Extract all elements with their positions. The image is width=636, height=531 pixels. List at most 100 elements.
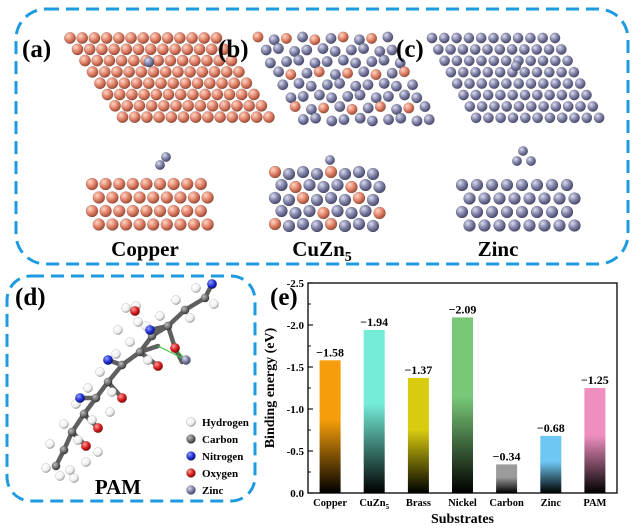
hydrogen-atom bbox=[185, 313, 195, 323]
zinc-atom bbox=[537, 55, 549, 67]
zinc-atom bbox=[338, 193, 352, 207]
y-axis-title: Binding energy (eV) bbox=[263, 327, 278, 448]
zinc-atom bbox=[464, 78, 475, 90]
zinc-atom bbox=[569, 112, 580, 124]
zinc-atom bbox=[544, 112, 556, 124]
zinc-atom bbox=[482, 44, 493, 55]
zinc-atom bbox=[366, 56, 378, 68]
copper-atom bbox=[346, 103, 358, 115]
zinc-atom bbox=[523, 192, 536, 205]
copper-atom bbox=[106, 218, 119, 231]
zinc-atom bbox=[457, 44, 469, 55]
zinc-atom bbox=[500, 205, 514, 219]
copper-atom bbox=[403, 102, 415, 114]
zinc-atom bbox=[310, 167, 324, 181]
zinc-atom bbox=[525, 78, 537, 90]
hydrogen-atom bbox=[191, 283, 201, 293]
x-tick-label: Nickel bbox=[448, 498, 477, 509]
zinc-atom bbox=[457, 66, 469, 78]
zinc-atom bbox=[329, 45, 341, 57]
y-tick-label: 0.0 bbox=[290, 488, 304, 500]
data-label: −1.94 bbox=[360, 315, 388, 329]
zinc-atom bbox=[500, 178, 514, 192]
zinc-atom bbox=[525, 32, 536, 44]
copper-atom bbox=[228, 77, 241, 90]
zinc-atom bbox=[366, 193, 380, 207]
zinc-atom bbox=[362, 79, 374, 91]
carbon-atom bbox=[135, 347, 145, 357]
panel-d-label: (d) bbox=[15, 284, 46, 311]
copper-atom bbox=[127, 54, 140, 67]
copper-atom bbox=[352, 191, 366, 205]
bar-copper bbox=[319, 360, 341, 493]
zinc-atom bbox=[282, 219, 296, 233]
copper-atom bbox=[177, 111, 190, 124]
data-label: −1.37 bbox=[404, 363, 432, 377]
copper-atom bbox=[247, 88, 260, 101]
copper-atom bbox=[92, 191, 106, 204]
copper-atom bbox=[268, 165, 282, 179]
copper-atom bbox=[337, 31, 349, 43]
zinc-atom bbox=[470, 66, 481, 78]
copper-atom bbox=[174, 191, 187, 204]
copper-atom bbox=[119, 191, 133, 204]
zinc-atom bbox=[293, 77, 305, 89]
x-tick-label: Zinc bbox=[541, 498, 562, 509]
copper-atom bbox=[205, 43, 218, 56]
zinc-atom bbox=[455, 205, 469, 219]
zinc-atom bbox=[549, 55, 561, 67]
zinc-atom bbox=[373, 180, 386, 194]
copper-atom bbox=[88, 32, 101, 44]
copper-atom bbox=[240, 77, 253, 90]
zinc-atom bbox=[476, 101, 488, 112]
carbon-atom bbox=[59, 445, 69, 455]
copper-atom bbox=[144, 43, 157, 56]
copper-atom bbox=[173, 32, 186, 44]
copper-atom bbox=[98, 66, 111, 78]
zinc-atom bbox=[550, 101, 562, 112]
hydrogen-atom bbox=[59, 419, 69, 429]
copper-atom bbox=[162, 88, 175, 101]
zinc-atom bbox=[532, 112, 543, 124]
zinc-atom bbox=[560, 205, 574, 219]
copper-atom bbox=[138, 88, 151, 101]
legend-swatch-oxygen bbox=[186, 468, 196, 478]
bar-zinc bbox=[540, 435, 562, 493]
copper-atom bbox=[71, 43, 84, 56]
zinc-atom bbox=[568, 192, 581, 205]
zinc-atom bbox=[370, 92, 382, 104]
zinc-atom bbox=[334, 77, 346, 89]
copper-atom bbox=[85, 177, 99, 191]
zinc-atom bbox=[181, 355, 191, 365]
copper-atom bbox=[280, 32, 292, 44]
zinc-atom bbox=[470, 178, 484, 192]
copper-atom bbox=[106, 191, 119, 204]
copper-atom bbox=[179, 77, 192, 90]
hydrogen-atom bbox=[87, 415, 97, 425]
copper-atom bbox=[125, 32, 137, 44]
zinc-atom bbox=[482, 112, 494, 124]
zinc-atom bbox=[470, 112, 482, 124]
copper-atom bbox=[116, 111, 129, 124]
copper-atom bbox=[85, 204, 99, 218]
zinc-atom bbox=[470, 89, 482, 101]
zinc-atom bbox=[310, 112, 322, 124]
bar-brass bbox=[407, 377, 429, 493]
oxygen-atom bbox=[80, 441, 91, 452]
copper-atom bbox=[198, 32, 211, 44]
zinc-atom bbox=[519, 44, 530, 55]
zinc-atom bbox=[321, 56, 333, 68]
copper-atom bbox=[128, 111, 141, 124]
zinc-atom bbox=[289, 206, 302, 220]
zinc-atom bbox=[329, 69, 341, 81]
copper-atom bbox=[193, 43, 206, 56]
zinc-atom bbox=[353, 34, 365, 46]
zinc-atom bbox=[488, 55, 500, 67]
copper-atom bbox=[186, 32, 198, 44]
carbon-atom bbox=[103, 377, 113, 387]
copper-atom bbox=[106, 77, 119, 90]
zinc-atom bbox=[494, 66, 506, 78]
zinc-atom bbox=[309, 57, 321, 69]
y-tick-label: -2.0 bbox=[287, 320, 305, 332]
